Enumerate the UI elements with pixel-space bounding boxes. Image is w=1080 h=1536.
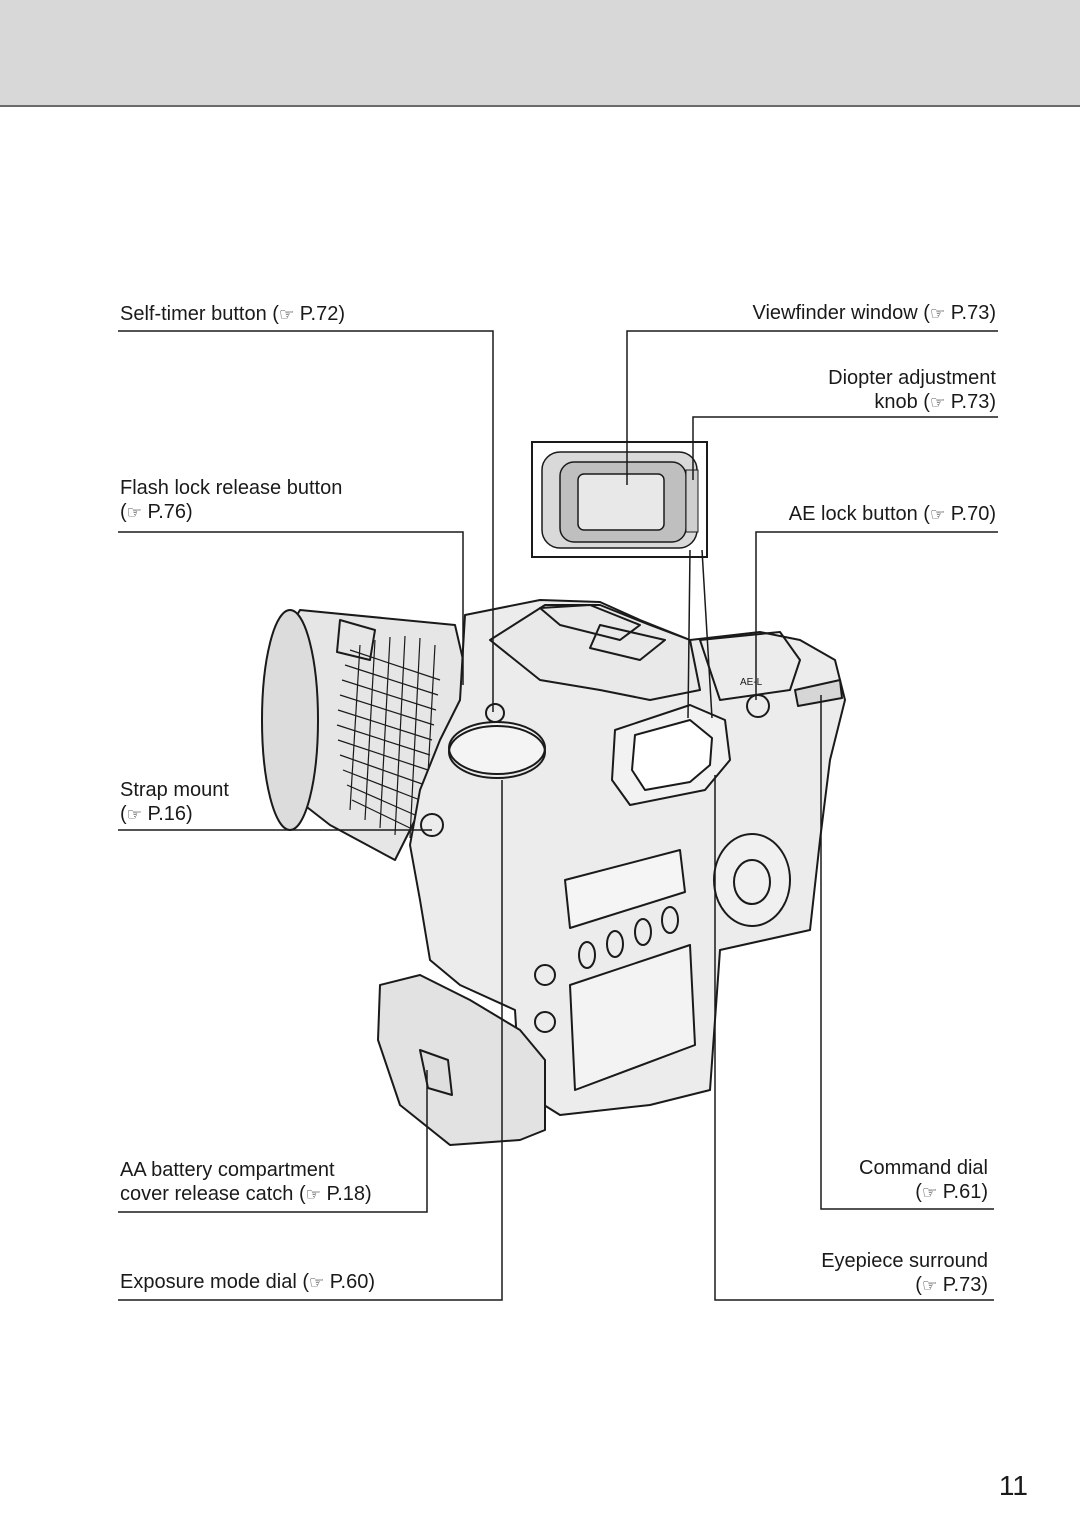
ae-lock-label: AE lock button (☞ P.70) (788, 503, 996, 525)
strap-mount-label: Strap mount (☞ P.16) (120, 779, 229, 825)
pointing-hand-icon: ☞ (278, 305, 295, 325)
viewfinder-window-label: Viewfinder window (☞ P.73) (752, 302, 996, 324)
pointing-hand-icon: ☞ (929, 304, 946, 324)
self-timer-label: Self-timer button (☞ P.72) (120, 303, 345, 325)
page-number: 11 (998, 1470, 1028, 1501)
command-dial-label: Command dial (☞ P.61) (859, 1157, 988, 1203)
pointing-hand-icon: ☞ (126, 805, 142, 825)
pointing-hand-icon: ☞ (305, 1185, 321, 1205)
page-header-band (0, 0, 1080, 107)
pointing-hand-icon: ☞ (921, 1183, 938, 1203)
ae-marking: AE-L (740, 677, 763, 688)
pointing-hand-icon: ☞ (308, 1273, 325, 1293)
exposure-dial-label: Exposure mode dial (☞ P.60) (120, 1271, 376, 1293)
pointing-hand-icon: ☞ (929, 393, 946, 413)
flash-lock-label: Flash lock release button (☞ P.76) (120, 477, 343, 523)
pointing-hand-icon: ☞ (921, 1276, 938, 1296)
pointing-hand-icon: ☞ (929, 505, 946, 525)
battery-catch-label: AA battery compartment cover release cat… (120, 1159, 372, 1205)
eyepiece-label: Eyepiece surround (☞ P.73) (821, 1250, 988, 1296)
pointing-hand-icon: ☞ (126, 503, 142, 523)
diopter-label: Diopter adjustment knob (☞ P.73) (828, 367, 996, 413)
